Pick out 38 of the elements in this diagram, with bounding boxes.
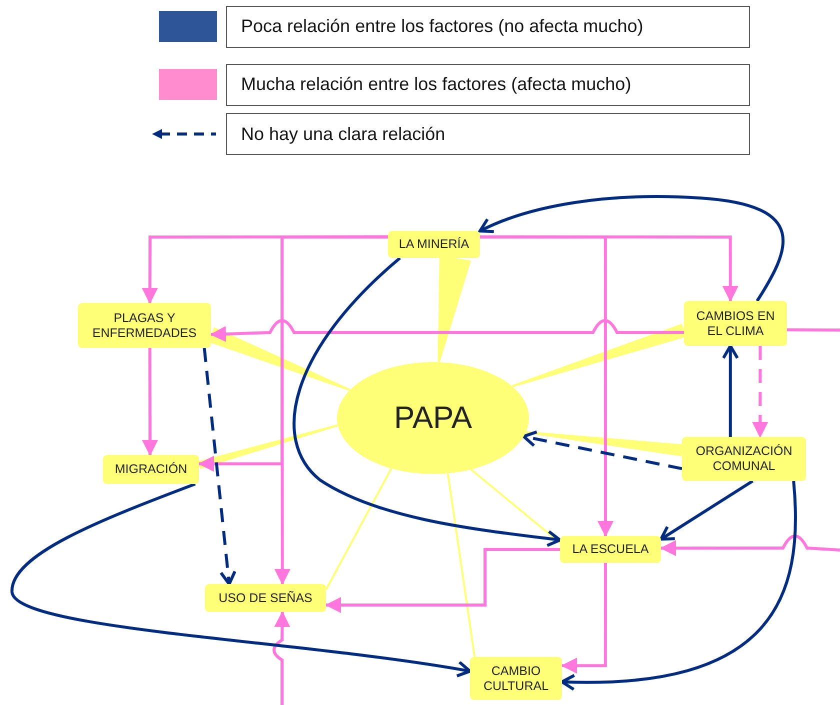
- arrow: [478, 195, 784, 302]
- arrow: [522, 430, 682, 470]
- arrow: [210, 319, 684, 342]
- legend-label: Mucha relación entre los factores (afecta mucho): [226, 64, 750, 106]
- factor-box: MIGRACIÓN: [103, 455, 199, 484]
- factor-box: LA ESCUELA: [560, 536, 661, 563]
- arrow: [10, 482, 472, 678]
- legend-label: No hay una clara relación: [226, 113, 750, 155]
- arrow: [722, 344, 739, 437]
- arrow: [561, 563, 607, 674]
- central-ellipse: PAPA: [337, 362, 529, 474]
- factor-box: CAMBIO CULTURAL: [470, 657, 562, 700]
- factor-box: CAMBIOS EN EL CLIMA: [684, 301, 787, 346]
- wedge-connector: [438, 256, 471, 362]
- arrow: [480, 235, 614, 537]
- arrow: [752, 346, 768, 438]
- wedge-connector: [512, 324, 686, 388]
- arrow: [560, 480, 797, 690]
- wedge-connector: [198, 424, 338, 469]
- arrow: [272, 611, 290, 705]
- wedge-connector: [208, 327, 350, 391]
- wedge-connector: [526, 431, 683, 456]
- arrow: [142, 348, 158, 456]
- connector-line: [325, 468, 392, 590]
- legend-label: Poca relación entre los factores (no afecta mucho): [226, 6, 750, 48]
- factor-box: ORGANIZACIÓN COMUNAL: [682, 437, 806, 481]
- connector-line: [787, 328, 840, 332]
- factor-box: PLAGAS Y ENFERMEDADES: [78, 303, 211, 348]
- arrow: [325, 548, 560, 613]
- connector-line: [446, 473, 476, 658]
- connector-line: [470, 468, 561, 544]
- arrow: [660, 480, 754, 541]
- arrow: [660, 534, 840, 556]
- arrow: [198, 235, 388, 472]
- factor-box: USO DE SEÑAS: [205, 584, 326, 612]
- arrow: [292, 256, 562, 547]
- arrow: [202, 348, 236, 586]
- factor-box: LA MINERÍA: [388, 231, 480, 258]
